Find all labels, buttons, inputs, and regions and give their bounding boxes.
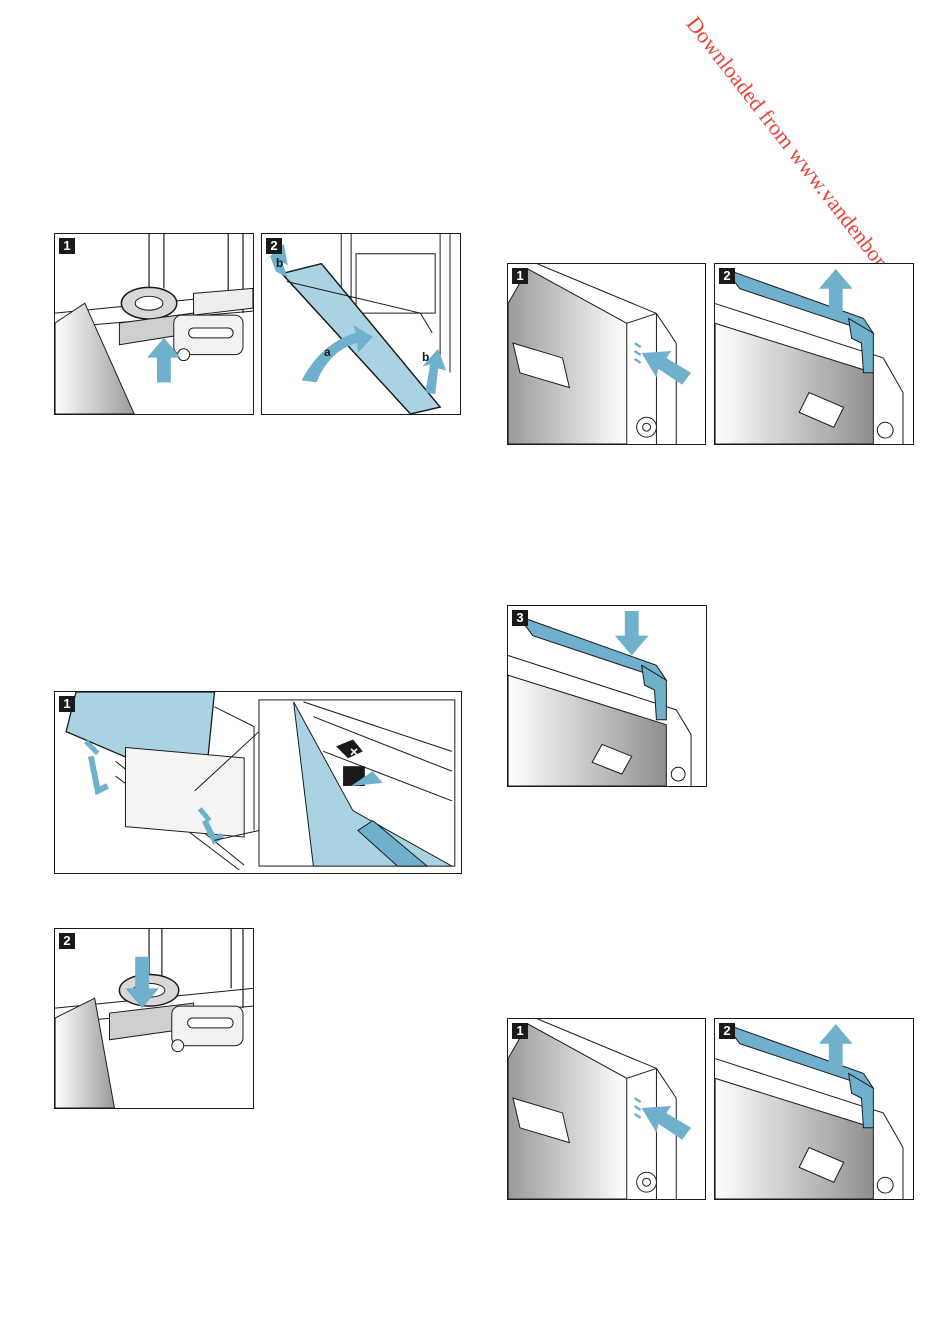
- cover-press-illustration: [508, 606, 706, 786]
- hinge-lock-illustration: [55, 929, 253, 1108]
- cover-release-illustration: [508, 1019, 705, 1199]
- step-number: 1: [59, 238, 75, 254]
- hinge-unlock-step-1: 1: [54, 233, 254, 415]
- step-number: 2: [266, 238, 282, 254]
- step-number: 1: [59, 696, 75, 712]
- step-number: 2: [59, 933, 75, 949]
- door-refit-step-1: 1 ×: [54, 691, 462, 874]
- callout-b-left: b: [276, 256, 283, 270]
- cover-lift-illustration: [715, 264, 913, 444]
- cover-remove-step-2: 2: [714, 263, 914, 445]
- callout-a: a: [324, 345, 331, 359]
- cover-lift-illustration: [715, 1019, 913, 1199]
- step-number: 1: [512, 1023, 528, 1039]
- hinge-unlock-step-2: 2 b a b: [261, 233, 461, 415]
- cover-refit-step-3: 3: [507, 605, 707, 787]
- door-refit-illustration: ×: [55, 692, 461, 873]
- cover-remove-again-step-1: 1: [507, 1018, 706, 1200]
- hinge-unlock-illustration: [55, 234, 253, 414]
- step-number: 2: [719, 268, 735, 284]
- cover-remove-step-1: 1: [507, 263, 706, 445]
- step-number: 3: [512, 610, 528, 626]
- svg-text:×: ×: [350, 743, 358, 759]
- cover-remove-again-step-2: 2: [714, 1018, 914, 1200]
- door-remove-illustration: [262, 234, 460, 414]
- step-number: 2: [719, 1023, 735, 1039]
- hinge-lock-step-2: 2: [54, 928, 254, 1109]
- step-number: 1: [512, 268, 528, 284]
- cover-release-illustration: [508, 264, 705, 444]
- callout-b-right: b: [422, 350, 429, 364]
